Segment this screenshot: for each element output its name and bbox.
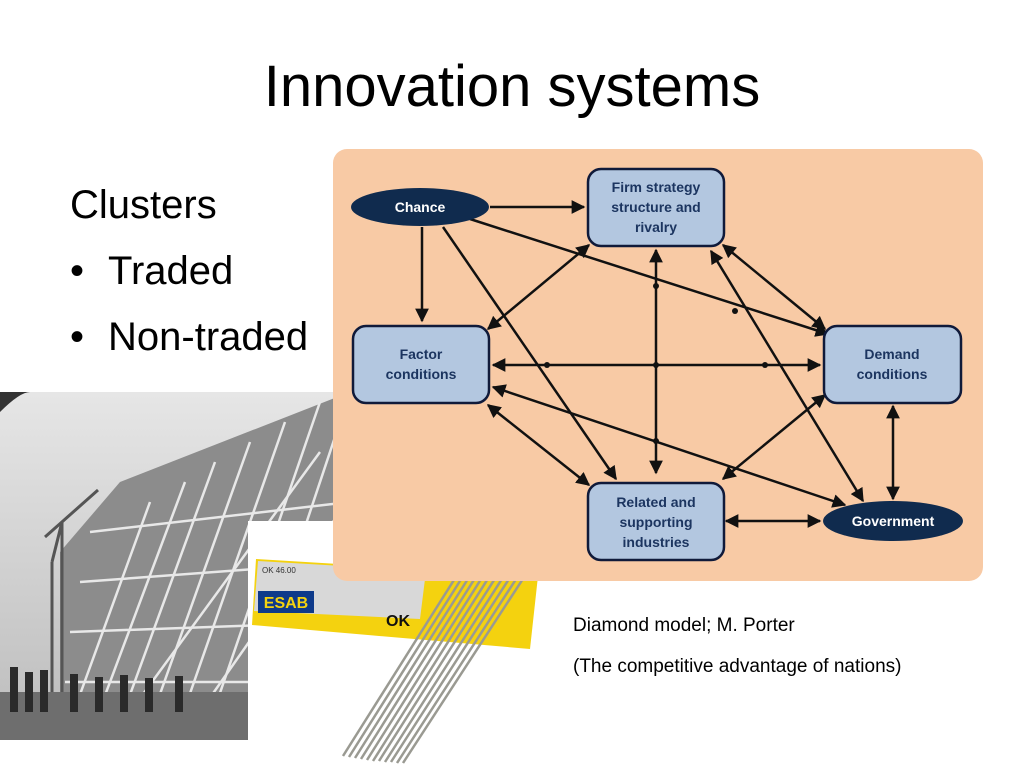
bullet-text: Non-traded — [108, 315, 309, 359]
caption-diamond-model: Diamond model; M. Porter — [573, 615, 795, 636]
esab-code: OK 46.00 — [262, 566, 296, 575]
node-demand-line2: conditions — [857, 366, 928, 382]
node-chance: Chance — [351, 188, 489, 226]
bullet-item-non-traded: • Non-traded — [70, 304, 308, 370]
node-government-label: Government — [852, 513, 935, 529]
node-firm-strategy: Firm strategy structure and rivalry — [586, 167, 726, 248]
esab-ok: OK — [386, 613, 410, 630]
node-related-industries: Related and supporting industries — [586, 481, 726, 562]
node-factor-line2: conditions — [386, 366, 457, 382]
diamond-model-diagram: Firm strategy structure and rivalry Fact… — [333, 149, 983, 581]
node-related-line2: supporting — [619, 514, 692, 530]
node-firm-line3: rivalry — [635, 219, 677, 235]
bullet-text: Traded — [108, 249, 234, 293]
node-related-line1: Related and — [616, 494, 695, 510]
node-chance-label: Chance — [395, 199, 446, 215]
node-demand-line1: Demand — [864, 346, 919, 362]
arrow-firm-factor — [486, 244, 591, 330]
node-government: Government — [823, 501, 963, 541]
node-factor-line1: Factor — [400, 346, 443, 362]
arrow-factor-government — [491, 384, 847, 508]
caption-book-title: (The competitive advantage of nations) — [573, 656, 902, 677]
bullet-list: Clusters • Traded • Non-traded — [70, 172, 308, 370]
slide-title: Innovation systems — [263, 54, 761, 119]
esab-brand: ESAB — [264, 595, 308, 612]
bullet-item-traded: • Traded — [70, 238, 308, 304]
node-related-line3: industries — [623, 534, 690, 550]
bullet-dot: • — [70, 249, 85, 293]
node-firm-line2: structure and — [611, 199, 700, 215]
node-factor-conditions: Factor conditions — [351, 324, 491, 405]
node-firm-line1: Firm strategy — [612, 179, 701, 195]
bullet-dot: • — [70, 315, 85, 359]
node-demand-conditions: Demand conditions — [822, 324, 963, 405]
bullet-heading: Clusters — [70, 183, 217, 227]
